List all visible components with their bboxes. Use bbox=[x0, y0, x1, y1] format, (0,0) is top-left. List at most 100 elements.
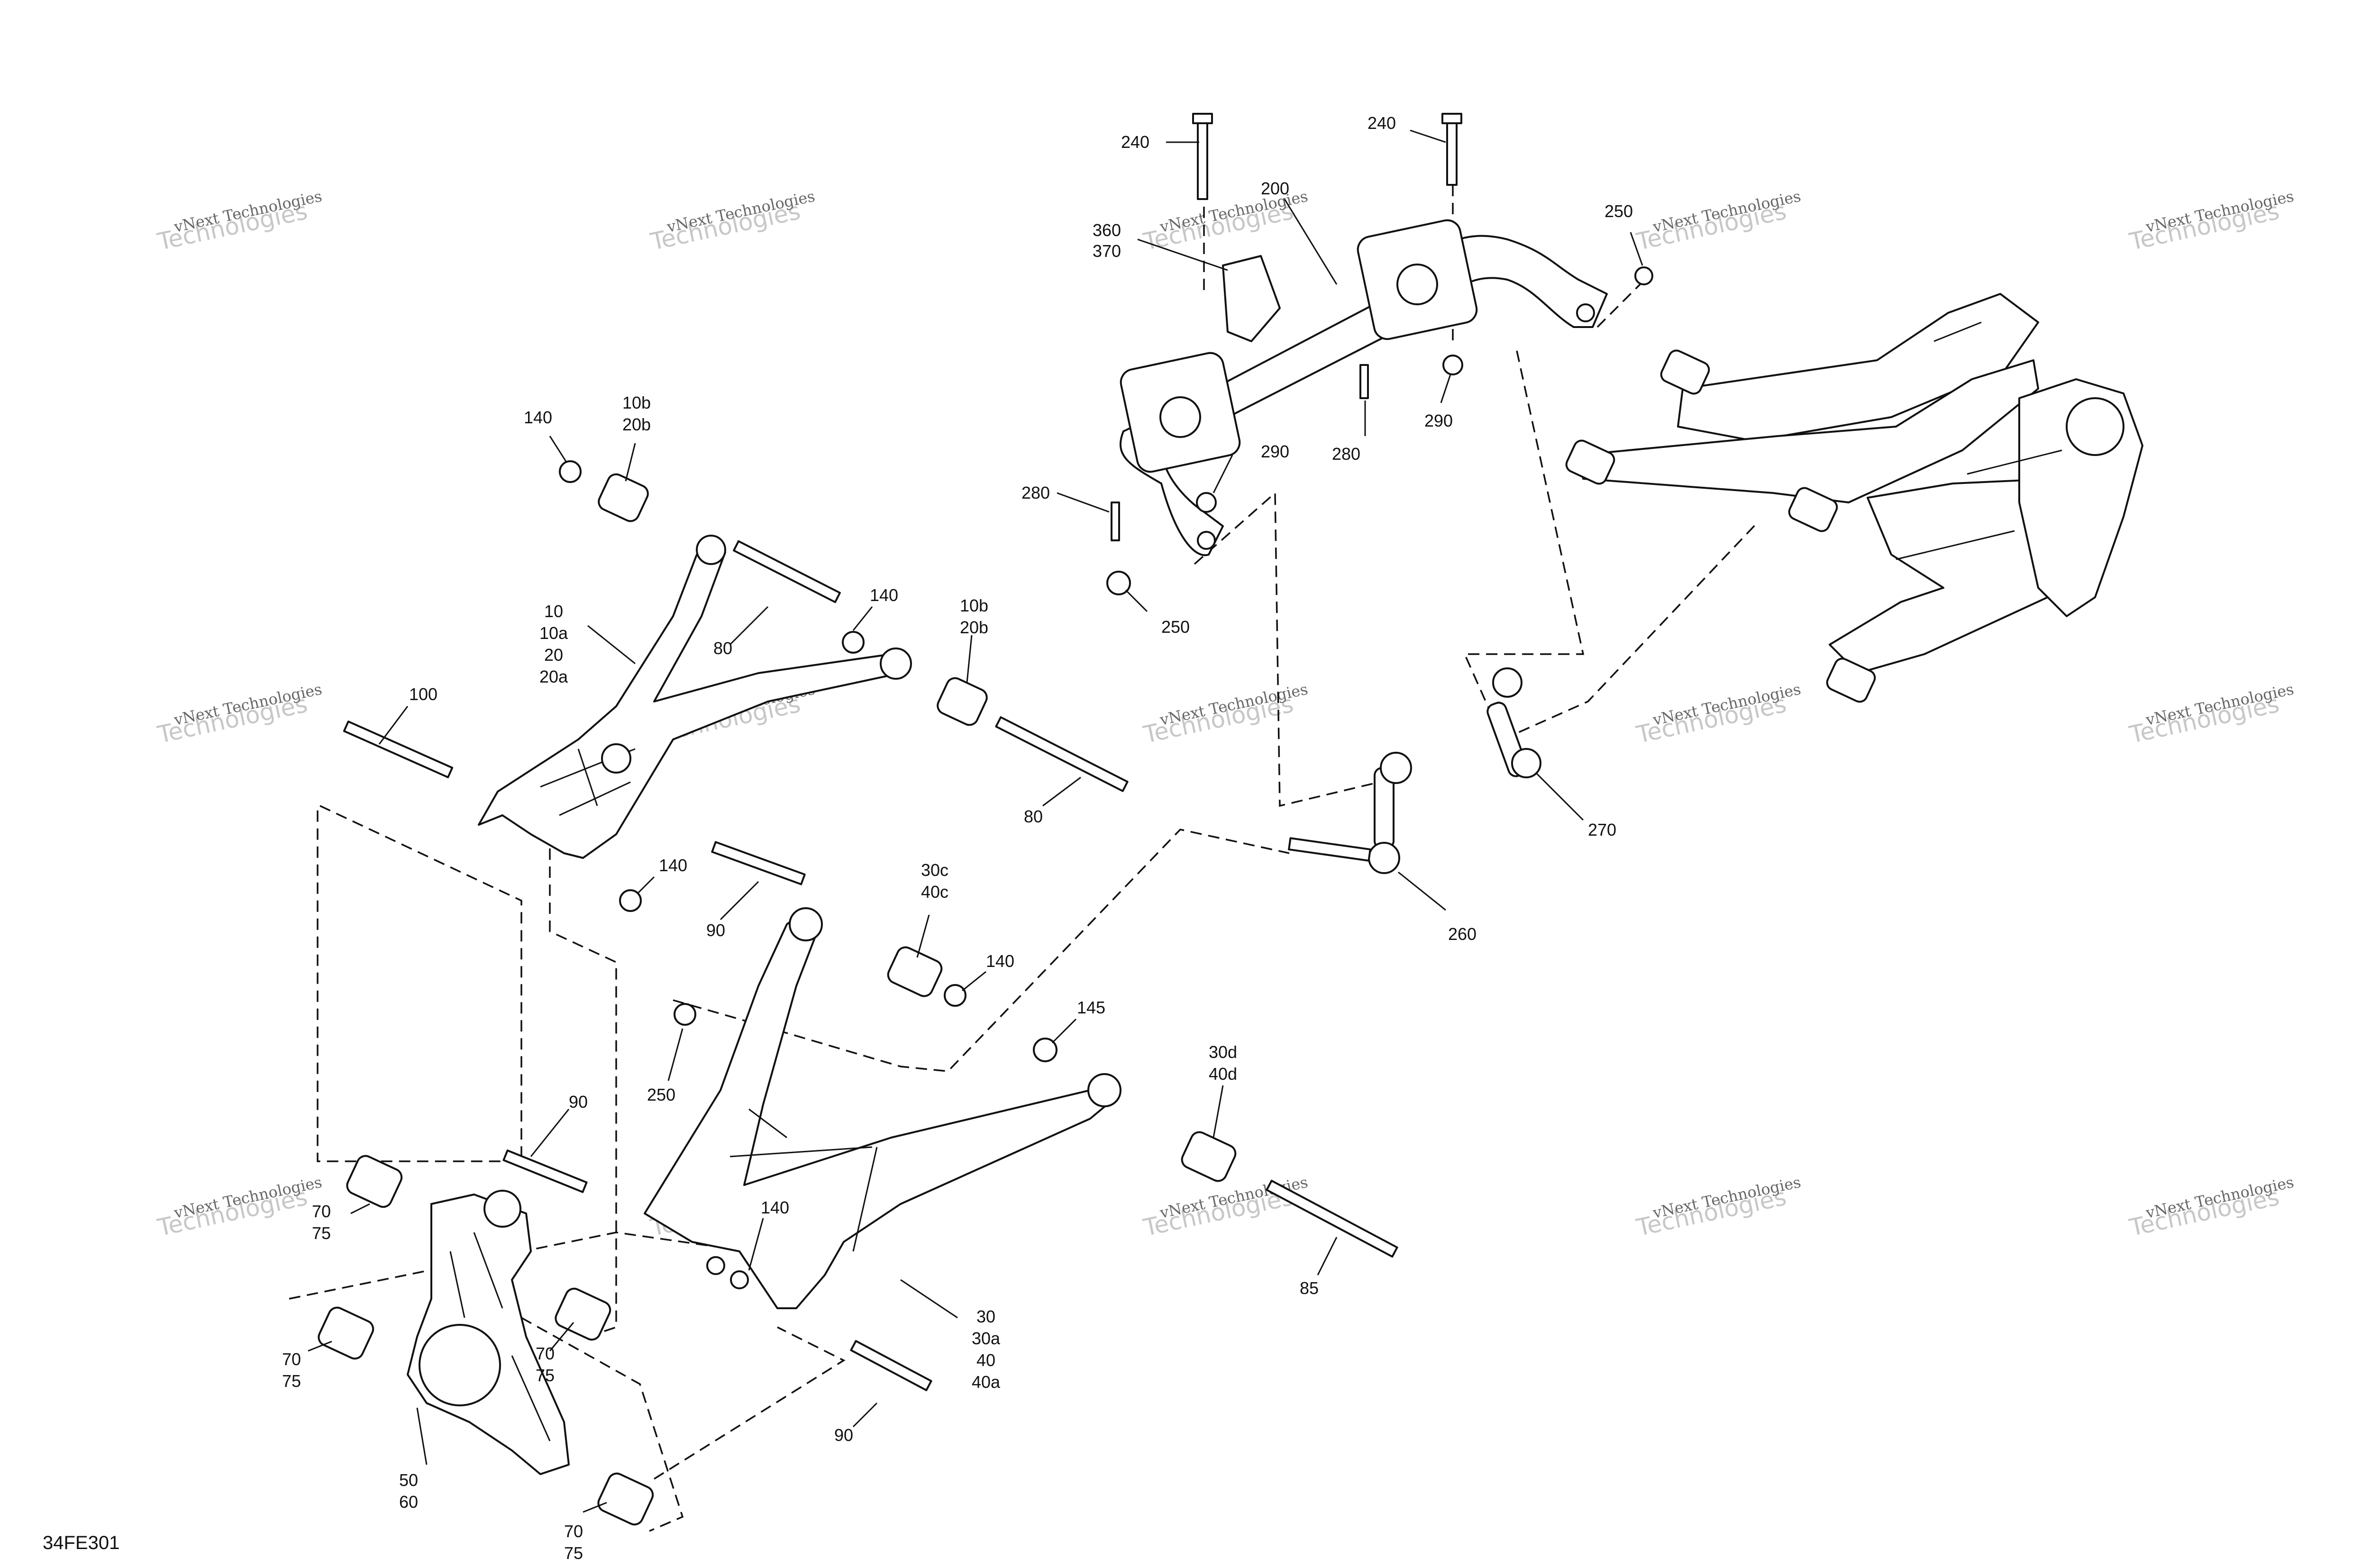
dash-line bbox=[654, 1326, 846, 1480]
callout-20b: 20b bbox=[960, 618, 988, 637]
callout-70: 70 bbox=[282, 1349, 301, 1369]
callout-30d: 30d bbox=[1209, 1042, 1237, 1062]
leader-line bbox=[1630, 232, 1643, 266]
bolt-head bbox=[1441, 113, 1462, 124]
callout-90: 90 bbox=[569, 1092, 588, 1112]
callout-40: 40 bbox=[976, 1350, 995, 1370]
bushing bbox=[1788, 487, 1838, 532]
callout-250: 250 bbox=[1161, 617, 1190, 637]
arm-bore bbox=[789, 907, 823, 941]
callout-240: 240 bbox=[1121, 132, 1149, 152]
callout-10b: 10b bbox=[960, 596, 988, 615]
assembly-lines bbox=[289, 171, 1759, 1532]
assembled-detail bbox=[1896, 321, 2062, 560]
watermark: Technologies vNext Technologies bbox=[155, 1173, 324, 1242]
bushing bbox=[346, 1155, 403, 1208]
link-stud bbox=[1288, 837, 1371, 862]
bushing bbox=[937, 677, 988, 726]
stabilizer-link-assembly bbox=[1288, 752, 1412, 874]
callout-40d: 40d bbox=[1209, 1064, 1237, 1084]
nut bbox=[674, 1003, 696, 1026]
clamp-bracket bbox=[1222, 255, 1281, 342]
callout-20: 20 bbox=[544, 645, 563, 665]
callout-280: 280 bbox=[1332, 444, 1360, 464]
watermark: Technologies vNext Technologies bbox=[1141, 680, 1310, 749]
leader-line bbox=[1398, 871, 1446, 911]
watermark: Technologies vNext Technologies bbox=[155, 680, 324, 749]
leader-line bbox=[1317, 1237, 1338, 1276]
lower-a-arm-assembly bbox=[502, 841, 1398, 1391]
watermark: Technologies vNext Technologies bbox=[1634, 187, 1803, 256]
watermark: Technologies vNext Technologies bbox=[1634, 1173, 1803, 1242]
bolt bbox=[1359, 364, 1369, 399]
leader-line bbox=[350, 1203, 370, 1214]
dash-line bbox=[317, 805, 522, 1162]
callout-30c: 30c bbox=[921, 860, 948, 880]
bolt bbox=[1111, 501, 1120, 541]
callout-30: 30 bbox=[976, 1307, 995, 1326]
assembled-hub bbox=[2066, 397, 2124, 456]
leader-line bbox=[549, 1322, 574, 1351]
callout-90: 90 bbox=[706, 921, 725, 940]
arm-bore bbox=[696, 535, 726, 565]
hub-bore bbox=[419, 1324, 501, 1406]
leader-line bbox=[549, 436, 567, 463]
bolt bbox=[733, 540, 841, 603]
bushing-bore bbox=[1159, 396, 1201, 438]
dash-line bbox=[289, 1231, 783, 1300]
assembled-upper-arm bbox=[1677, 293, 2039, 442]
knuckle bbox=[407, 1194, 570, 1475]
leader-line bbox=[1042, 776, 1081, 807]
leader-lines bbox=[308, 129, 1643, 1513]
nut bbox=[706, 1256, 725, 1275]
upper-a-arm-assembly bbox=[343, 460, 1129, 912]
callout-75: 75 bbox=[282, 1371, 301, 1391]
dash-line bbox=[673, 829, 1290, 1072]
bolt bbox=[1197, 122, 1208, 200]
leader-line bbox=[587, 625, 636, 665]
leader-line bbox=[1284, 199, 1338, 285]
nut bbox=[842, 631, 865, 654]
leader-line bbox=[1137, 238, 1228, 271]
leader-line bbox=[748, 1218, 764, 1271]
bushing bbox=[318, 1306, 374, 1360]
leader-line bbox=[852, 606, 873, 631]
callout-260: 260 bbox=[1448, 924, 1477, 944]
leader-line bbox=[1440, 374, 1451, 403]
bushing bbox=[1826, 657, 1876, 703]
dash-line bbox=[1194, 491, 1380, 807]
callout-290: 290 bbox=[1261, 442, 1289, 461]
bolt bbox=[343, 720, 454, 778]
callout-10b: 10b bbox=[622, 393, 651, 412]
callout-40c: 40c bbox=[921, 882, 948, 902]
callout-140: 140 bbox=[761, 1198, 789, 1217]
hub-bore bbox=[483, 1190, 521, 1228]
bushing bbox=[887, 946, 943, 997]
bushing bbox=[597, 1472, 654, 1526]
callout-200: 200 bbox=[1261, 179, 1289, 198]
bushing bbox=[555, 1287, 611, 1341]
bushing bbox=[598, 473, 649, 522]
arm-bore bbox=[1087, 1073, 1121, 1107]
nut bbox=[1033, 1038, 1057, 1062]
leader-line bbox=[1535, 772, 1584, 821]
leader-line bbox=[416, 1407, 428, 1465]
callout-85: 85 bbox=[1300, 1278, 1319, 1298]
lower-a-arm bbox=[644, 909, 1120, 1309]
nut bbox=[1442, 355, 1463, 375]
leader-line bbox=[637, 876, 655, 894]
bushing-bore bbox=[1396, 264, 1438, 305]
leader-line bbox=[1212, 455, 1233, 493]
bar-end-hole bbox=[1576, 303, 1595, 322]
bolt-head bbox=[1192, 113, 1213, 124]
bolt bbox=[850, 1340, 932, 1391]
watermark: Technologies vNext Technologies bbox=[1634, 680, 1803, 749]
bolt bbox=[1446, 122, 1458, 186]
callout-290: 290 bbox=[1424, 411, 1453, 430]
dash-line bbox=[1463, 350, 1759, 741]
assembled-arm bbox=[1577, 359, 2039, 503]
callout-145: 145 bbox=[1077, 998, 1105, 1017]
leader-line bbox=[1125, 589, 1148, 612]
leader-line bbox=[1410, 129, 1446, 143]
callout-100: 100 bbox=[409, 684, 438, 704]
